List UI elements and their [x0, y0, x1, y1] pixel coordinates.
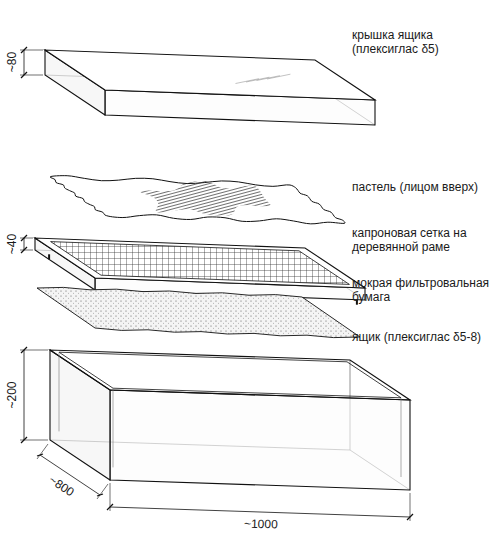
dimension-label: ~200 — [5, 380, 19, 409]
part-label: капроновая сетка на деревянной раме — [352, 226, 492, 254]
part-label: мокрая фильтровальная бумага — [352, 276, 492, 304]
part-label: пастель (лицом вверх) — [352, 180, 492, 194]
pastel-sheet — [50, 176, 345, 224]
dimension-label: ~1000 — [243, 516, 279, 531]
plexiglass-box — [50, 350, 410, 490]
dimension-label: ~80 — [5, 51, 19, 73]
filter-paper — [37, 287, 360, 337]
box-lid — [45, 50, 375, 125]
part-label: ящик (плексиглас δ5-8) — [352, 330, 492, 344]
dimension-label: ~40 — [5, 233, 19, 255]
part-label: крышка ящика (плексиглас δ5) — [352, 28, 492, 56]
dimension-label: ~800 — [46, 472, 78, 500]
